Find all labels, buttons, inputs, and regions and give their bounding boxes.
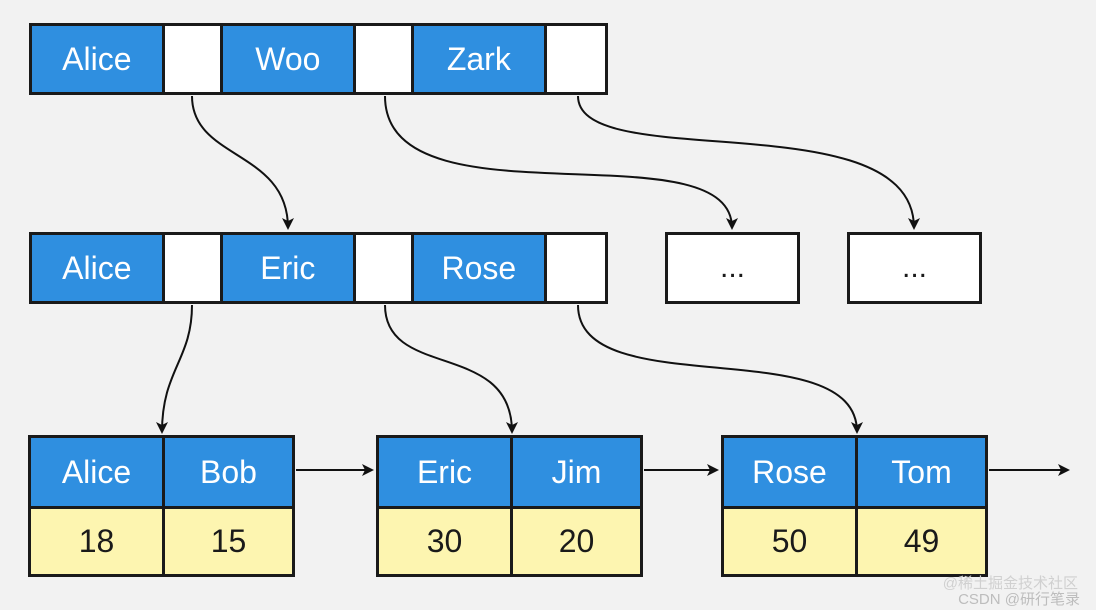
pointer-arrow [577, 304, 863, 434]
internal-key: Eric [223, 235, 356, 301]
leaf-key: Bob [165, 438, 292, 509]
internal-key: Rose [414, 235, 547, 301]
leaf-node: Alice Bob 18 15 [28, 435, 295, 577]
leaf-value: 30 [379, 509, 513, 574]
leaf-key: Eric [379, 438, 513, 509]
leaf-key: Jim [513, 438, 640, 509]
root-node: Alice Woo Zark [29, 23, 608, 95]
leaf-value: 49 [858, 509, 985, 574]
placeholder-node: ... [665, 232, 800, 304]
root-key: Woo [223, 26, 356, 92]
internal-node: Alice Eric Rose [29, 232, 608, 304]
leaf-key: Alice [31, 438, 165, 509]
internal-key: Alice [32, 235, 165, 301]
pointer-arrow [191, 95, 294, 230]
leaf-key: Tom [858, 438, 985, 509]
watermark: CSDN @研行笔录 [958, 591, 1080, 608]
leaf-value: 18 [31, 509, 165, 574]
leaf-node: Rose Tom 50 49 [721, 435, 988, 577]
root-pointer [164, 26, 224, 92]
internal-pointer [355, 235, 415, 301]
pointer-arrow [156, 304, 193, 434]
pointer-arrow [384, 304, 518, 434]
leaf-node: Eric Jim 30 20 [376, 435, 643, 577]
pointer-arrow [577, 95, 920, 230]
placeholder-node: ... [847, 232, 982, 304]
leaf-value: 15 [165, 509, 292, 574]
pointer-arrow [384, 95, 738, 230]
root-key: Zark [414, 26, 547, 92]
root-pointer [355, 26, 415, 92]
root-key: Alice [32, 26, 165, 92]
leaf-value: 20 [513, 509, 640, 574]
root-pointer [546, 26, 606, 92]
internal-pointer [546, 235, 606, 301]
watermark: @稀土掘金技术社区 [942, 575, 1078, 592]
leaf-value: 50 [724, 509, 858, 574]
internal-pointer [164, 235, 224, 301]
leaf-key: Rose [724, 438, 858, 509]
